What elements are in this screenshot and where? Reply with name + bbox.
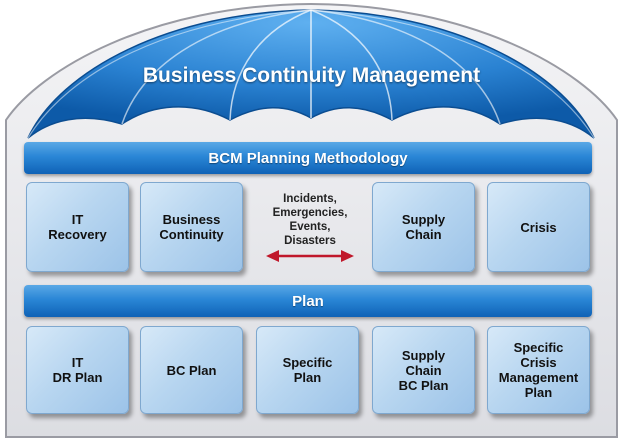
bc-plan-box: BC Plan [140,326,243,414]
diagram-title: Business Continuity Management [142,64,481,87]
umbrella-rib [121,9,312,125]
specific-crisis-management-plan-box: Specific Crisis Management Plan [487,326,590,414]
bcm-planning-methodology-bar: BCM Planning Methodology [24,142,592,174]
umbrella-rib [310,9,501,125]
incidents-label: Incidents, Emergencies, Events, Disaster… [272,193,348,247]
specific-plan-box: Specific Plan [256,326,359,414]
umbrella-rib [310,9,393,121]
plan-bar: Plan [24,285,592,317]
umbrella-rib [310,9,595,139]
umbrella-rib [229,9,312,121]
umbrella-rib [27,9,312,139]
double-arrow-icon [266,250,354,262]
crisis-box: Crisis [487,182,590,272]
supply-chain-box: Supply Chain [372,182,475,272]
it-dr-plan-box: IT DR Plan [26,326,129,414]
business-continuity-box: Business Continuity [140,182,243,272]
supply-chain-bc-plan-box: Supply Chain BC Plan [372,326,475,414]
it-recovery-box: IT Recovery [26,182,129,272]
